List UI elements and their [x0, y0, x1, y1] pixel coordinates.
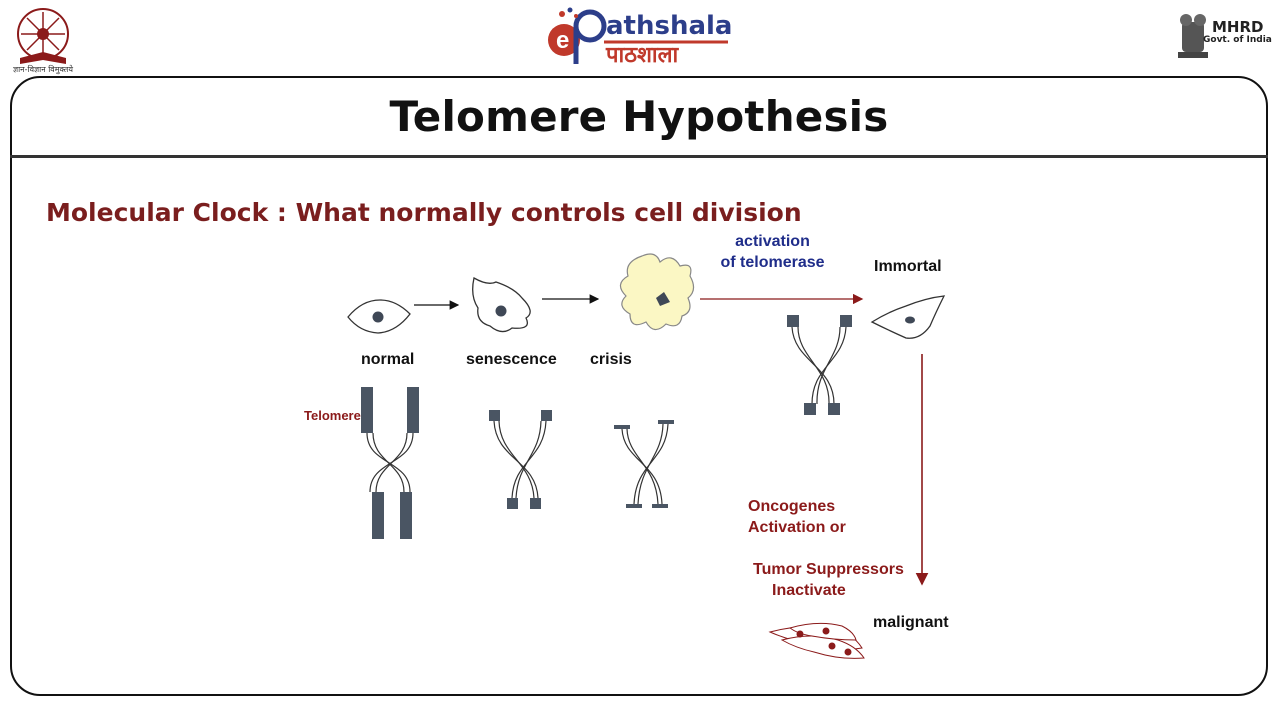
label-of-telomerase: of telomerase — [720, 254, 825, 271]
label-inactivate: Inactivate — [772, 582, 846, 599]
mhrd-emblem-icon — [1178, 14, 1208, 58]
label-senescence: senescence — [466, 351, 557, 368]
senescent-cell-icon — [472, 276, 531, 333]
slide-subtitle: Molecular Clock : What normally controls… — [46, 198, 802, 227]
ugc-logo-icon — [17, 8, 69, 64]
title-divider — [10, 155, 1268, 158]
epathshala-logo-text: athshala — [606, 11, 732, 41]
label-immortal: Immortal — [874, 258, 942, 275]
slide-frame — [10, 76, 1268, 696]
crisis-chromosome-icon — [614, 420, 674, 508]
epathshala-logo-hindi: पाठशाला — [605, 43, 680, 66]
label-crisis: crisis — [590, 351, 632, 368]
immortal-chromosome-icon — [787, 315, 852, 415]
label-oncogenes: Oncogenes — [748, 498, 836, 515]
label-activation: activation — [735, 233, 810, 250]
malignant-cells-icon — [768, 622, 865, 659]
senescence-chromosome-icon — [489, 410, 552, 509]
label-tumor-suppressors: Tumor Suppressors — [753, 561, 904, 578]
label-telomere: Telomere — [304, 408, 361, 423]
ugc-logo-caption: ज्ञान-विज्ञान विमुक्तये — [12, 65, 74, 74]
label-activation-or: Activation or — [748, 519, 846, 536]
label-malignant: malignant — [873, 614, 949, 631]
immortal-cell-icon — [870, 295, 946, 339]
epathshala-logo-icon: e athshala पाठशाला — [548, 7, 732, 66]
mhrd-subtitle: Govt. of India — [1203, 35, 1272, 45]
mhrd-name: MHRD — [1212, 18, 1264, 36]
slide-title: Telomere Hypothesis — [389, 92, 889, 141]
normal-cell-icon — [347, 299, 411, 334]
normal-chromosome-icon — [361, 387, 419, 539]
crisis-cell-icon — [619, 253, 695, 331]
label-normal: normal — [361, 351, 415, 368]
svg-text:e: e — [556, 27, 569, 54]
